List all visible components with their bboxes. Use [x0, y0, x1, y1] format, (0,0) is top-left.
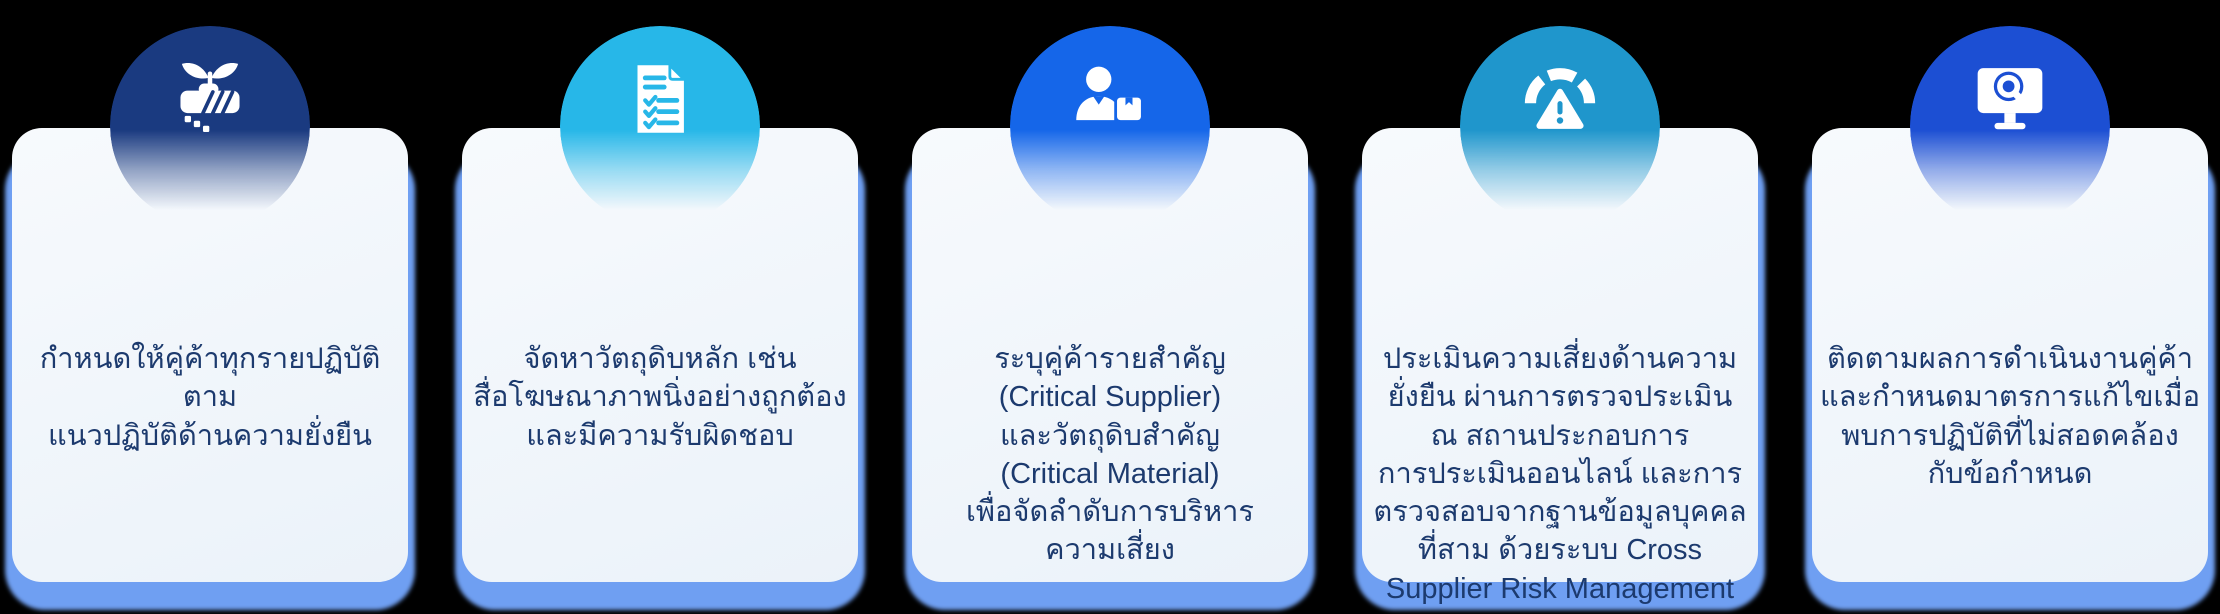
supplier-person-box-icon — [1076, 66, 1141, 121]
card-body: ระบุคู่ค้ารายสำคัญ (Critical Supplier) แ… — [912, 128, 1308, 582]
process-card-3: ระบุคู่ค้ารายสำคัญ (Critical Supplier) แ… — [905, 0, 1315, 614]
card-icon-circle — [1460, 26, 1660, 226]
card-text: กำหนดให้คู่ค้าทุกรายปฏิบัติตาม แนวปฏิบัต… — [39, 343, 381, 452]
handshake-sprout-icon — [180, 63, 240, 133]
card-body: จัดหาวัตถุดิบหลัก เช่น สื่อโฆษณาภาพนิ่งอ… — [462, 128, 858, 582]
card-icon-circle — [110, 26, 310, 226]
card-text: ติดตามผลการดำเนินงานคู่ค้า และกำหนดมาตรก… — [1820, 343, 2200, 490]
risk-gauge-warning-icon — [1524, 68, 1596, 129]
card-icon-circle — [560, 26, 760, 226]
card-text: ประเมินความเสี่ยงด้านความ ยั่งยืน ผ่านกา… — [1373, 343, 1747, 605]
card-text: ระบุคู่ค้ารายสำคัญ (Critical Supplier) แ… — [966, 343, 1254, 567]
process-card-5: ติดตามผลการดำเนินงานคู่ค้า และกำหนดมาตรก… — [1805, 0, 2215, 614]
checklist-document-icon — [637, 63, 686, 133]
card-icon-circle — [1910, 26, 2110, 226]
card-text: จัดหาวัตถุดิบหลัก เช่น สื่อโฆษณาภาพนิ่งอ… — [473, 343, 847, 452]
process-card-4: ประเมินความเสี่ยงด้านความ ยั่งยืน ผ่านกา… — [1355, 0, 1765, 614]
monitor-search-icon — [1977, 68, 2043, 130]
card-icon-circle — [1010, 26, 1210, 226]
process-card-1: กำหนดให้คู่ค้าทุกรายปฏิบัติตาม แนวปฏิบัต… — [5, 0, 415, 614]
process-card-2: จัดหาวัตถุดิบหลัก เช่น สื่อโฆษณาภาพนิ่งอ… — [455, 0, 865, 614]
